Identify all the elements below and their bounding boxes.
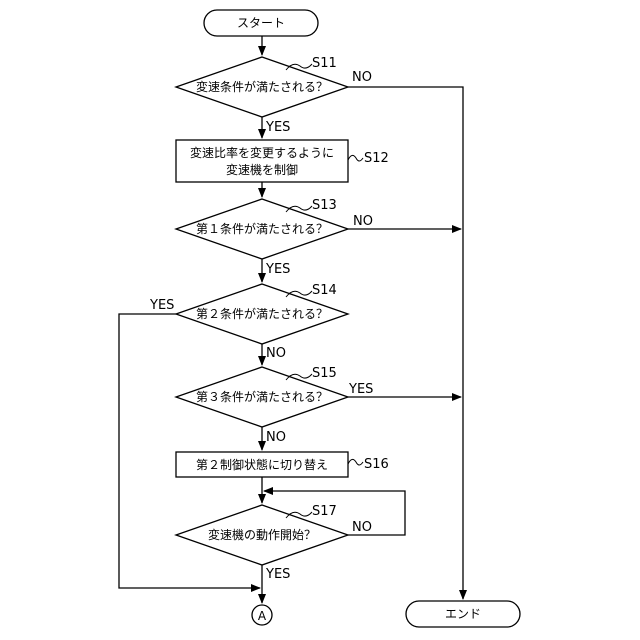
leader-s12 [348,155,363,161]
process-s16-text: 第２制御状態に切り替え [196,457,328,472]
label-s13-yes: YES [265,262,290,277]
step-label-s13: S13 [312,198,337,213]
decision-s11-text: 変速条件が満たされる？ [196,79,328,94]
step-label-s12: S12 [364,151,389,166]
decision-s13-text: 第１条件が満たされる？ [196,221,328,236]
label-s14-yes: YES [149,298,174,313]
end-label: エンド [445,607,481,621]
label-s14-no: NO [266,346,286,361]
process-s12-line1: 変速比率を変更するように [190,145,334,160]
label-s11-no: NO [352,70,372,85]
label-s17-yes: YES [265,567,290,582]
step-label-s17: S17 [312,504,337,519]
decision-s14-text: 第２条件が満たされる？ [196,306,328,321]
decision-s15-text: 第３条件が満たされる？ [196,389,328,404]
step-label-s16: S16 [364,457,389,472]
label-s11-yes: YES [265,120,290,135]
connector-a-label: A [258,609,267,623]
start-label: スタート [237,16,285,30]
step-label-s14: S14 [312,283,337,298]
step-label-s11: S11 [312,56,337,71]
process-s12-line2: 変速機を制御 [226,162,298,177]
label-s15-yes: YES [348,382,373,397]
decision-s17-text: 変速機の動作開始？ [208,527,316,542]
label-s15-no: NO [266,430,286,445]
label-s13-no: NO [353,214,373,229]
leader-s16 [348,459,363,465]
label-s17-no: NO [352,520,372,535]
step-label-s15: S15 [312,366,337,381]
